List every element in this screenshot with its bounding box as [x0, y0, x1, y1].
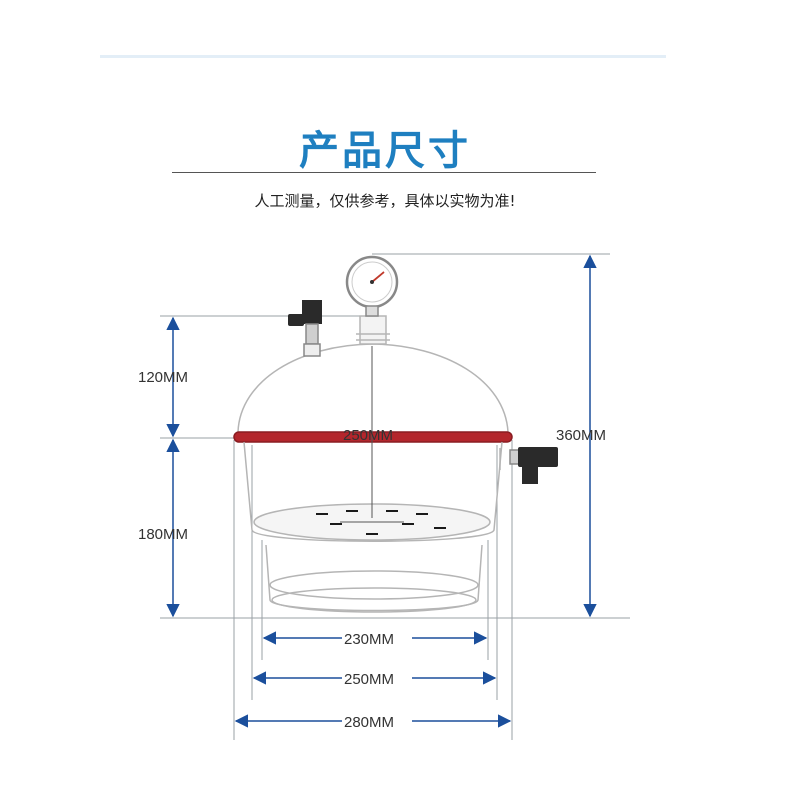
outer-width-label: 280MM: [344, 714, 394, 731]
desiccator: [233, 255, 558, 613]
side-valve-icon: [509, 447, 558, 484]
inner-diameter-label: 250MM: [343, 427, 393, 444]
top-divider: [100, 55, 666, 58]
title-divider: [172, 172, 596, 173]
jar-body: [243, 441, 503, 542]
left-valve-icon: [288, 300, 322, 357]
red-rim: [233, 431, 513, 443]
total-height-label: 360MM: [556, 427, 606, 444]
inner-diameter-marker: [340, 346, 404, 523]
base-width-label: 230MM: [344, 631, 394, 648]
page-title: 产品尺寸: [299, 128, 471, 174]
extension-lines: [160, 253, 630, 740]
disclaimer-text: 人工测量，仅供参考，具体以实物为准!: [254, 192, 516, 210]
gauge-icon: [345, 255, 399, 317]
body-height-label: 180MM: [138, 526, 188, 543]
lower-basin: [265, 544, 483, 612]
dome-lid: [237, 343, 509, 433]
middle-width-label: 250MM: [344, 671, 394, 688]
lid-height-label: 120MM: [138, 369, 188, 386]
